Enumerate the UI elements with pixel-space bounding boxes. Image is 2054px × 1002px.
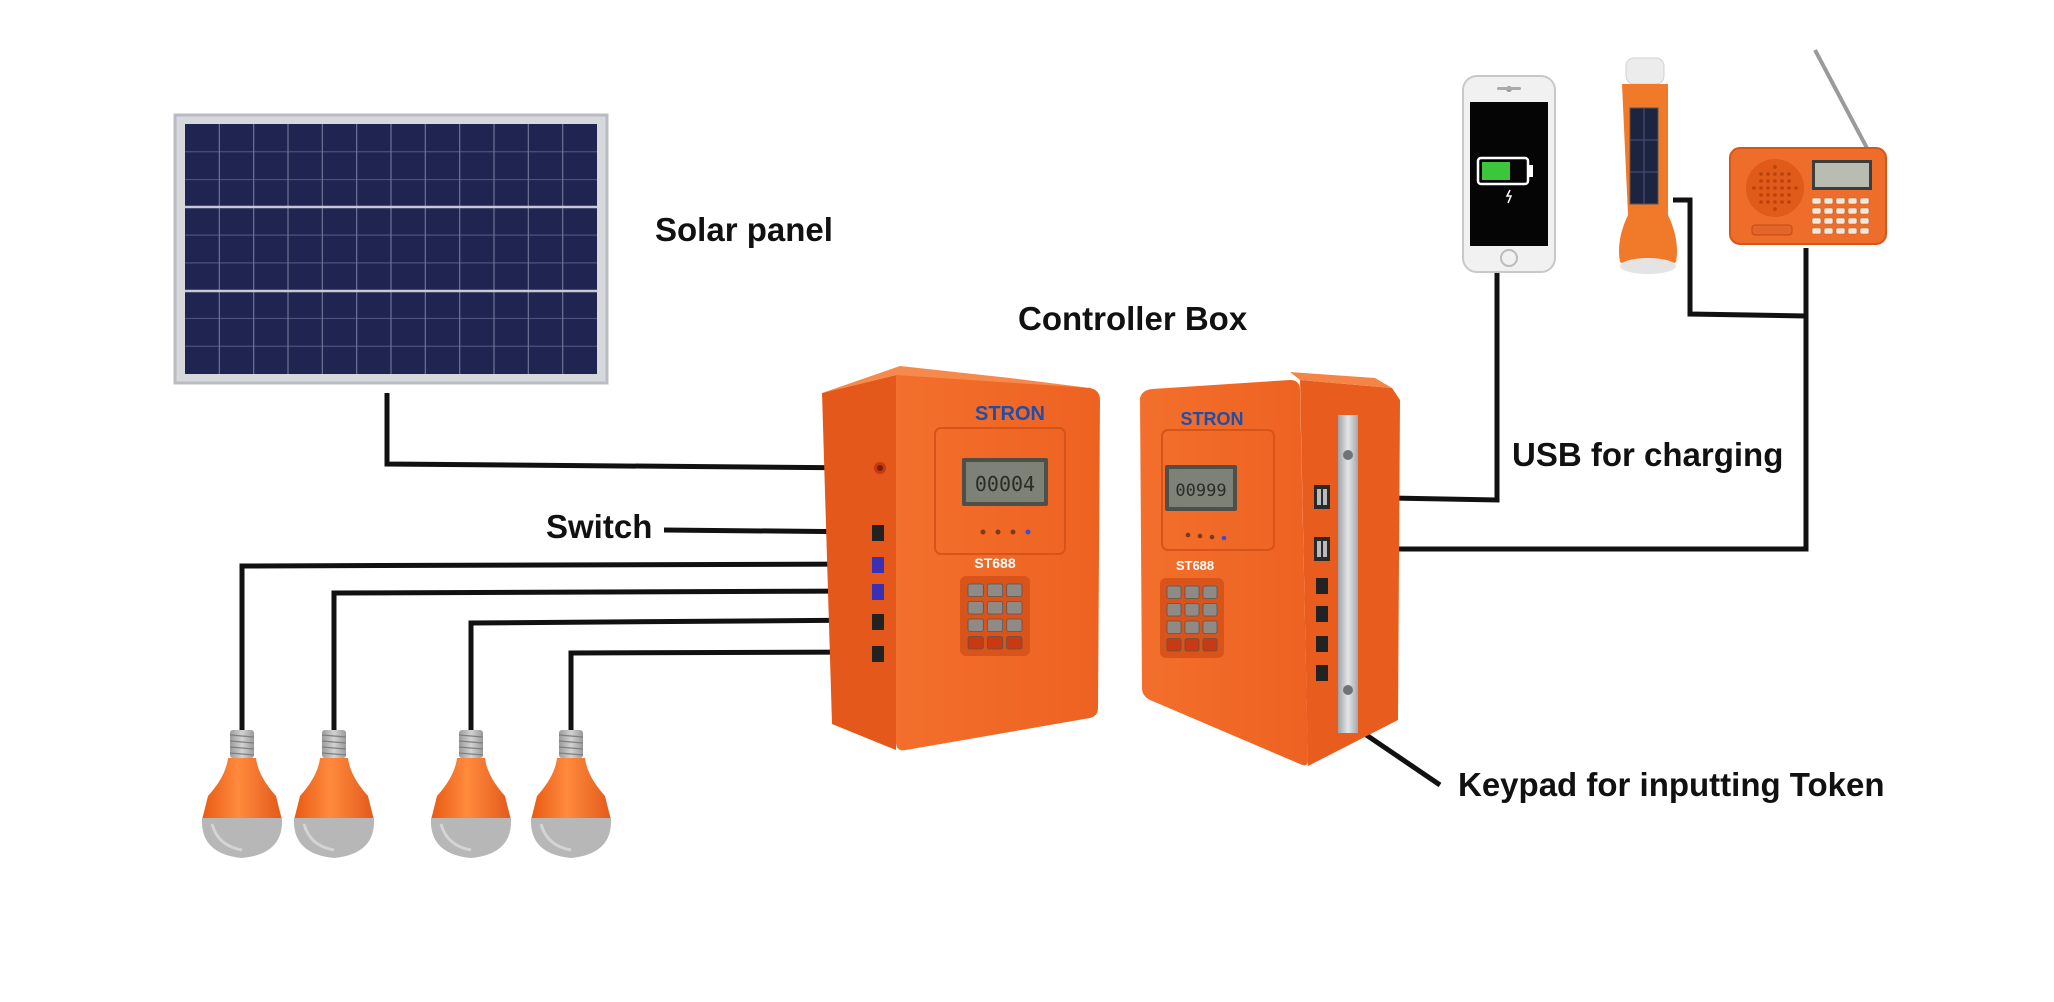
light-bulb-icon	[530, 730, 612, 858]
smartphone-icon	[1462, 75, 1556, 273]
controller-box-icon: STRON 00004 ST688	[822, 366, 1100, 751]
port-2	[872, 584, 884, 600]
switch-port	[872, 525, 884, 541]
label-usb-for-charging: USB for charging	[1512, 436, 1783, 473]
port-3	[872, 614, 884, 630]
keypad-icon	[960, 576, 1030, 656]
wire-solar-panel	[384, 393, 869, 471]
wire-bulb-1	[239, 561, 876, 732]
lcd-display: 00004	[975, 472, 1035, 496]
label-switch: Switch	[546, 508, 652, 545]
light-bulb-icon	[430, 730, 512, 858]
lcd-display: 00999	[1175, 481, 1226, 501]
keypad-icon	[1160, 578, 1224, 658]
solar-panel-icon	[173, 113, 609, 385]
brand-logo: STRON	[975, 403, 1045, 425]
wire-radio-flashlight	[1673, 197, 1807, 319]
wire-usb-bus	[1338, 248, 1809, 552]
light-bulb-icon	[201, 730, 283, 858]
wire-bulb-3	[468, 617, 876, 732]
label-keypad: Keypad for inputting Token	[1458, 766, 1885, 803]
light-bulb-icon	[293, 730, 375, 858]
wire-bulb-4	[568, 649, 876, 732]
label-controller-box: Controller Box	[1018, 300, 1248, 337]
radio-icon	[1729, 49, 1887, 245]
label-solar-panel: Solar panel	[655, 211, 833, 248]
mounting-rail	[1338, 415, 1358, 733]
brand-logo: STRON	[1181, 409, 1244, 429]
port-1	[872, 557, 884, 573]
port-4	[872, 646, 884, 662]
usb-port-1	[1314, 485, 1330, 509]
wire-bulb-2	[331, 588, 876, 732]
controller-box-icon: STRON 00999 ST688	[1140, 372, 1400, 766]
model-label: ST688	[974, 555, 1015, 571]
light-bulbs	[201, 730, 612, 858]
usb-port-2	[1314, 537, 1330, 561]
model-label: ST688	[1176, 558, 1214, 573]
flashlight-icon	[1619, 57, 1677, 274]
